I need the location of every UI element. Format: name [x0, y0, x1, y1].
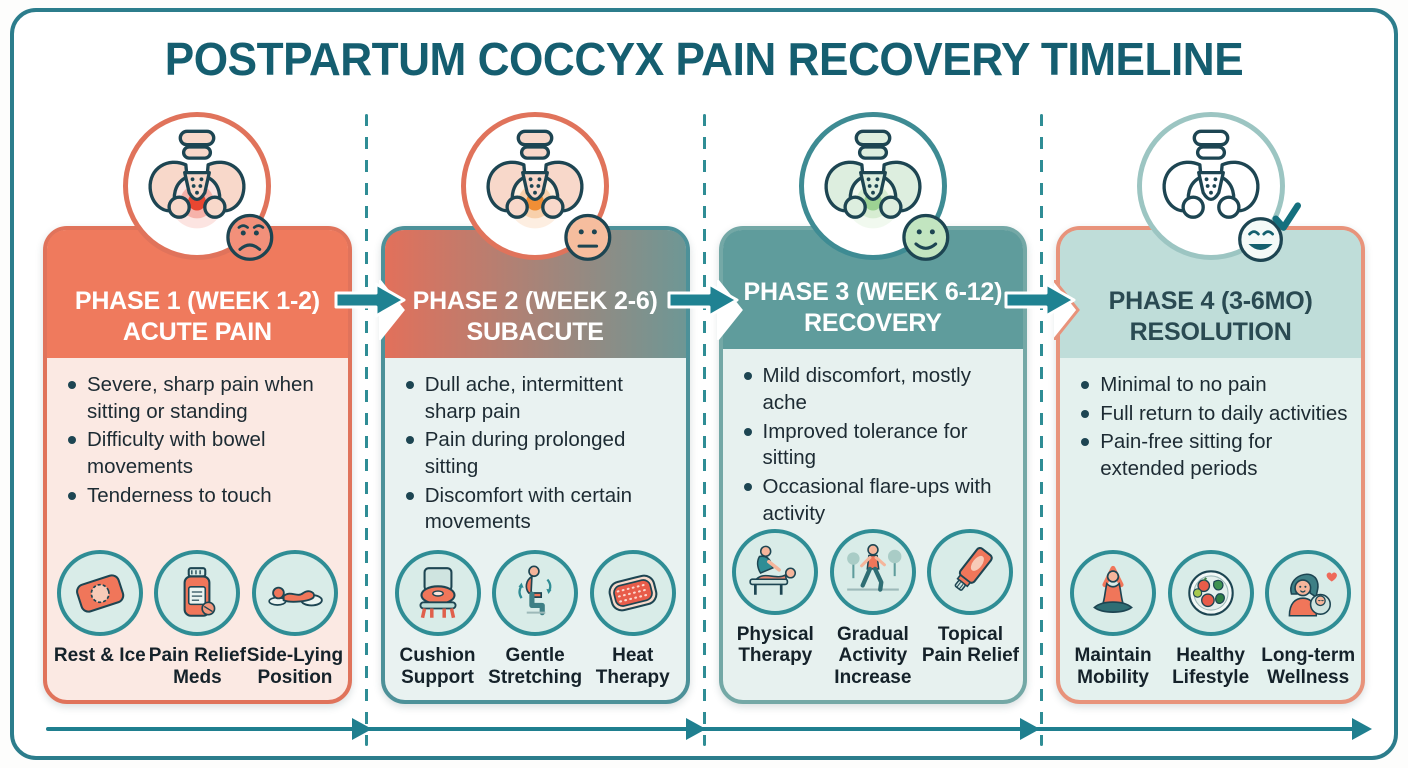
treatment-item: Long-term Wellness — [1259, 550, 1357, 688]
smiling-face-icon — [902, 213, 950, 261]
treatment-item: Topical Pain Relief — [922, 529, 1020, 688]
treatment-label: Long-term Wellness — [1261, 645, 1356, 688]
phase-4-card: PHASE 4 (3-6MO) RESOLUTION Minimal to no… — [1054, 226, 1365, 704]
phase-divider — [1040, 114, 1044, 746]
phase-2-card: PHASE 2 (WEEK 2-6) SUBACUTE Dull ache, i… — [378, 226, 690, 704]
symptom-item: Mild discomfort, mostly ache — [743, 363, 1016, 416]
phase-divider — [702, 114, 706, 746]
symptom-item: Difficulty with bowel movements — [68, 427, 340, 480]
symptom-item: Occasional flare-ups with activity — [743, 474, 1016, 527]
treatment-label: Pain Relief Meds — [148, 645, 246, 688]
treatment-label: Cushion Support — [399, 645, 476, 688]
phase-2-column: PHASE 2 (WEEK 2-6) SUBACUTE Dull ache, i… — [368, 112, 703, 758]
treatment-item: Cushion Support — [389, 550, 487, 688]
phase-4-treatments: Maintain Mobility — [1060, 550, 1361, 700]
treatment-label: Topical Pain Relief — [921, 624, 1020, 667]
phase-3-treatments: Physical Therapy Gr — [723, 529, 1024, 700]
phase-3-symptom-list: Mild discomfort, mostly ache Improved to… — [737, 363, 1016, 529]
cream-tube-icon — [955, 547, 994, 592]
stretching-icon — [518, 565, 552, 616]
pelvis-circle — [461, 112, 610, 260]
symptom-item: Dull ache, intermittent sharp pain — [405, 372, 678, 425]
flow-arrow-icon — [667, 282, 739, 318]
treatment-label: Healthy Lifestyle — [1172, 645, 1250, 688]
sad-face-icon — [226, 213, 274, 261]
treatment-label: Physical Therapy — [736, 624, 814, 667]
phase-4-column: PHASE 4 (3-6MO) RESOLUTION Minimal to no… — [1043, 112, 1378, 758]
phase-subtitle: RECOVERY — [803, 309, 942, 338]
treatment-item: Pain Relief Meds — [149, 550, 247, 688]
treatment-label: Heat Therapy — [595, 645, 670, 688]
walking-icon — [847, 544, 902, 592]
laughing-face-check-icon — [1237, 202, 1301, 262]
phase-1-illustration — [123, 112, 274, 261]
phase-subtitle: ACUTE PAIN — [122, 318, 272, 346]
healthy-plate-icon — [1187, 570, 1234, 617]
side-lying-icon — [268, 587, 323, 607]
phase-subtitle: RESOLUTION — [1129, 318, 1292, 346]
phase-3-column: PHASE 3 (WEEK 6-12) RECOVERY Mild discom… — [706, 112, 1041, 758]
phase-title: PHASE 4 (3-6MO) — [1108, 287, 1313, 315]
treatment-label: Side-Lying Position — [246, 645, 344, 688]
phase-2-header: PHASE 2 (WEEK 2-6) SUBACUTE — [384, 230, 686, 358]
mother-baby-icon — [1288, 572, 1338, 617]
phase-2-treatments: Cushion Support — [385, 550, 686, 700]
yoga-icon — [1093, 566, 1133, 614]
physical-therapy-icon — [749, 545, 797, 595]
phase-4-header: PHASE 4 (3-6MO) RESOLUTION — [1060, 230, 1361, 358]
phase-4-illustration — [1136, 112, 1301, 262]
timeline-arrowhead-icon — [686, 718, 706, 740]
phase-title: PHASE 1 (WEEK 1-2) — [74, 287, 320, 315]
symptom-item: Full return to daily activities — [1081, 401, 1353, 428]
phase-3-card: PHASE 3 (WEEK 6-12) RECOVERY Mild discom… — [716, 226, 1028, 704]
symptom-item: Minimal to no pain — [1081, 372, 1353, 399]
heat-pad-icon — [608, 575, 658, 612]
treatment-item: Gentle Stretching — [486, 550, 584, 688]
symptom-item: Improved tolerance for sitting — [743, 419, 1016, 472]
treatment-item: Heat Therapy — [584, 550, 682, 688]
phase-title: PHASE 2 (WEEK 2-6) — [412, 287, 658, 315]
phase-subtitle: SUBACUTE — [466, 318, 604, 346]
pelvis-circle — [123, 112, 272, 260]
treatment-item: Healthy Lifestyle — [1162, 550, 1260, 688]
phase-4-symptom-list: Minimal to no pain Full return to daily … — [1074, 372, 1353, 485]
checkmark-icon — [1272, 202, 1301, 231]
timeline-arrowhead-icon — [352, 718, 372, 740]
phase-3-illustration — [798, 112, 950, 261]
phase-2-illustration — [461, 112, 612, 261]
flow-arrow-icon — [1004, 282, 1076, 318]
page-title: POSTPARTUM COCCYX PAIN RECOVERY TIMELINE — [164, 33, 1244, 85]
heart-icon — [1326, 572, 1338, 583]
treatment-item: Rest & Ice — [51, 550, 149, 688]
symptom-item: Discomfort with certain movements — [405, 483, 678, 536]
treatment-label: Gentle Stretching — [488, 645, 583, 688]
phase-1-card: PHASE 1 (WEEK 1-2) ACUTE PAIN Severe, sh… — [43, 226, 352, 704]
treatment-label: Rest & Ice — [53, 645, 146, 667]
ice-pack-icon — [75, 574, 125, 614]
treatment-item: Gradual Activity Increase — [824, 529, 922, 688]
phase-title: PHASE 3 (WEEK 6-12) — [743, 278, 1003, 307]
phase-divider — [364, 114, 368, 746]
pill-bottle-icon — [183, 567, 216, 618]
symptom-item: Pain during prolonged sitting — [405, 427, 678, 480]
symptom-item: Severe, sharp pain when sitting or stand… — [68, 372, 340, 425]
phase-1-column: PHASE 1 (WEEK 1-2) ACUTE PAIN Severe, sh… — [30, 112, 365, 758]
treatment-item: Maintain Mobility — [1064, 550, 1162, 688]
neutral-face-icon — [564, 213, 612, 261]
timeline-arrowhead-icon — [1020, 718, 1040, 740]
treatment-label: Maintain Mobility — [1074, 645, 1152, 688]
timeline-arrowhead-icon — [1352, 718, 1372, 740]
cushion-icon — [419, 567, 457, 619]
treatment-item: Side-Lying Position — [246, 550, 344, 688]
treatment-item: Physical Therapy — [727, 529, 825, 688]
phase-2-symptom-list: Dull ache, intermittent sharp pain Pain … — [399, 372, 678, 538]
phases-row: PHASE 1 (WEEK 1-2) ACUTE PAIN Severe, sh… — [30, 112, 1378, 758]
phase-1-treatments: Rest & Ice Pain Rel — [47, 550, 348, 700]
treatment-label: Gradual Activity Increase — [834, 624, 912, 688]
phase-1-symptom-list: Severe, sharp pain when sitting or stand… — [61, 372, 340, 511]
flow-arrow-icon — [334, 282, 406, 318]
symptom-item: Tenderness to touch — [68, 483, 340, 510]
symptom-item: Pain-free sitting for extended periods — [1081, 429, 1353, 482]
